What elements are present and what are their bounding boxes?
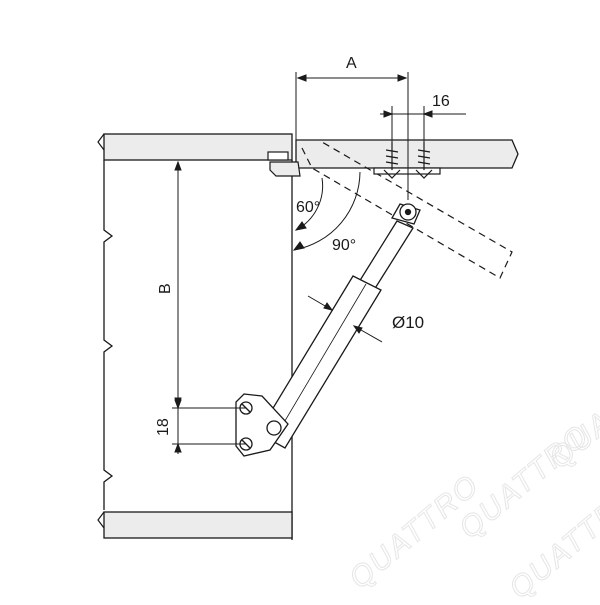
label-angle-90: 90° — [332, 237, 356, 254]
screw-left — [383, 142, 401, 179]
diameter-callout — [307, 295, 383, 343]
label-dim-18: 18 — [155, 418, 172, 436]
strut-piston-rod — [358, 220, 414, 291]
watermark: QUATTRO QUATTRO QUATTRO QUATTRO — [343, 348, 600, 605]
strut-bottom-pin — [266, 420, 282, 436]
dimension-18 — [172, 398, 246, 454]
door-panel-closed — [295, 139, 519, 169]
angle-arcs — [292, 171, 361, 251]
door-bracket — [373, 142, 441, 179]
label-dim-b: B — [157, 283, 174, 294]
label-angle-60: 60° — [296, 199, 320, 216]
dimension-a — [295, 72, 409, 200]
label-dim-a: A — [346, 55, 357, 72]
label-dim-16: 16 — [432, 93, 450, 110]
carcass-bottom-panel — [97, 511, 293, 539]
label-diameter: Ø10 — [392, 313, 424, 332]
watermark-text-4: QUATTRO — [543, 348, 600, 475]
cabinet-side-panel — [103, 160, 293, 540]
dimension-b — [174, 160, 182, 408]
dimension-16 — [380, 106, 466, 142]
gas-strut — [257, 203, 421, 449]
carcass-top-panel — [97, 133, 293, 161]
screw-right — [415, 142, 433, 179]
hinge-pivot-block — [267, 151, 301, 177]
door-panel-open-dashed — [301, 141, 513, 279]
